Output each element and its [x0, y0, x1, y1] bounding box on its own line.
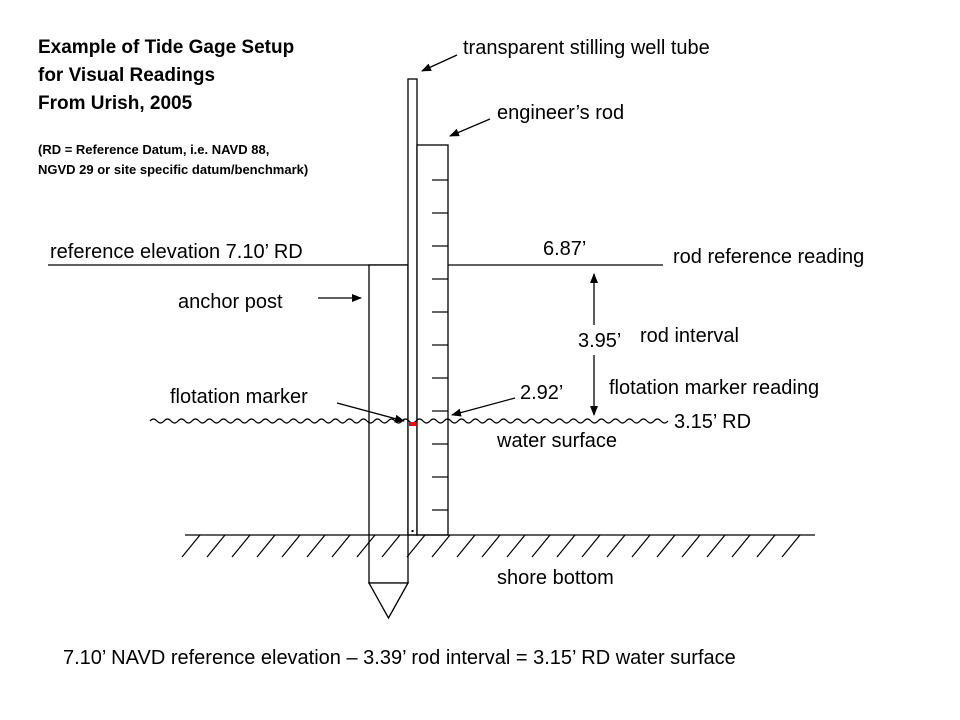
- hatch-line: [331, 534, 351, 558]
- hatch-line: [281, 534, 301, 558]
- hatch-line: [756, 534, 776, 558]
- shore-bottom-label: shore bottom: [497, 567, 614, 589]
- shore-bottom-hatching: [181, 534, 801, 558]
- title-line-1: Example of Tide Gage Setup: [38, 37, 295, 58]
- hatch-line: [381, 534, 401, 558]
- hatch-line: [231, 534, 251, 558]
- rod-reference-reading-label: rod reference reading: [673, 246, 865, 268]
- engineers-rod-label: engineer’s rod: [497, 102, 625, 124]
- hatch-line: [506, 534, 526, 558]
- hatch-line: [181, 534, 201, 558]
- anchor-post-point: [367, 582, 410, 620]
- flotation-marker: [409, 422, 416, 426]
- title-line-3: From Urish, 2005: [38, 93, 193, 114]
- flotation-marker-label: flotation marker: [170, 386, 308, 408]
- hatch-line: [581, 534, 601, 558]
- water-rd-label: 3.15’ RD: [674, 411, 752, 433]
- hatch-line: [606, 534, 626, 558]
- stilling-well-label: transparent stilling well tube: [463, 37, 710, 59]
- hatch-line: [406, 534, 426, 558]
- water-surface-label: water surface: [497, 430, 618, 452]
- hatch-line: [781, 534, 801, 558]
- hatch-line: [256, 534, 276, 558]
- flotation-marker-pointer: [336, 402, 405, 423]
- flotation-marker-reading-label: flotation marker reading: [609, 377, 820, 399]
- stilling-well-tube: [407, 78, 418, 536]
- hatch-line: [706, 534, 726, 558]
- rod-reference-value: 6.87’: [543, 238, 587, 260]
- hatch-line: [206, 534, 226, 558]
- hatch-line: [656, 534, 676, 558]
- hatch-line: [681, 534, 701, 558]
- flotation-value: 2.92’: [520, 382, 564, 404]
- engineers-rod-pointer: [449, 118, 491, 137]
- rod-tick-marks: [432, 179, 448, 511]
- hatch-line: [631, 534, 651, 558]
- hatch-line: [556, 534, 576, 558]
- rod-interval-value: 3.95’: [578, 330, 622, 352]
- hatch-line: [481, 534, 501, 558]
- hatch-line: [431, 534, 451, 558]
- hatch-line: [456, 534, 476, 558]
- rod-interval-label: rod interval: [640, 325, 739, 347]
- stilling-well-dot: [411, 530, 414, 532]
- anchor-post-label: anchor post: [178, 291, 283, 313]
- reference-elevation-label: reference elevation 7.10’ RD: [50, 241, 303, 263]
- equation-text: 7.10’ NAVD reference elevation – 3.39’ r…: [63, 647, 736, 669]
- water-surface-line: [149, 418, 669, 424]
- hatch-line: [731, 534, 751, 558]
- hatch-line: [306, 534, 326, 558]
- stilling-well-pointer: [421, 54, 458, 72]
- hatch-line: [531, 534, 551, 558]
- note-line-1: (RD = Reference Datum, i.e. NAVD 88,: [38, 142, 270, 157]
- hatch-line: [356, 534, 376, 558]
- note-line-2: NGVD 29 or site specific datum/benchmark…: [38, 162, 309, 177]
- flotation-value-pointer: [451, 397, 516, 417]
- title-line-2: for Visual Readings: [38, 65, 216, 86]
